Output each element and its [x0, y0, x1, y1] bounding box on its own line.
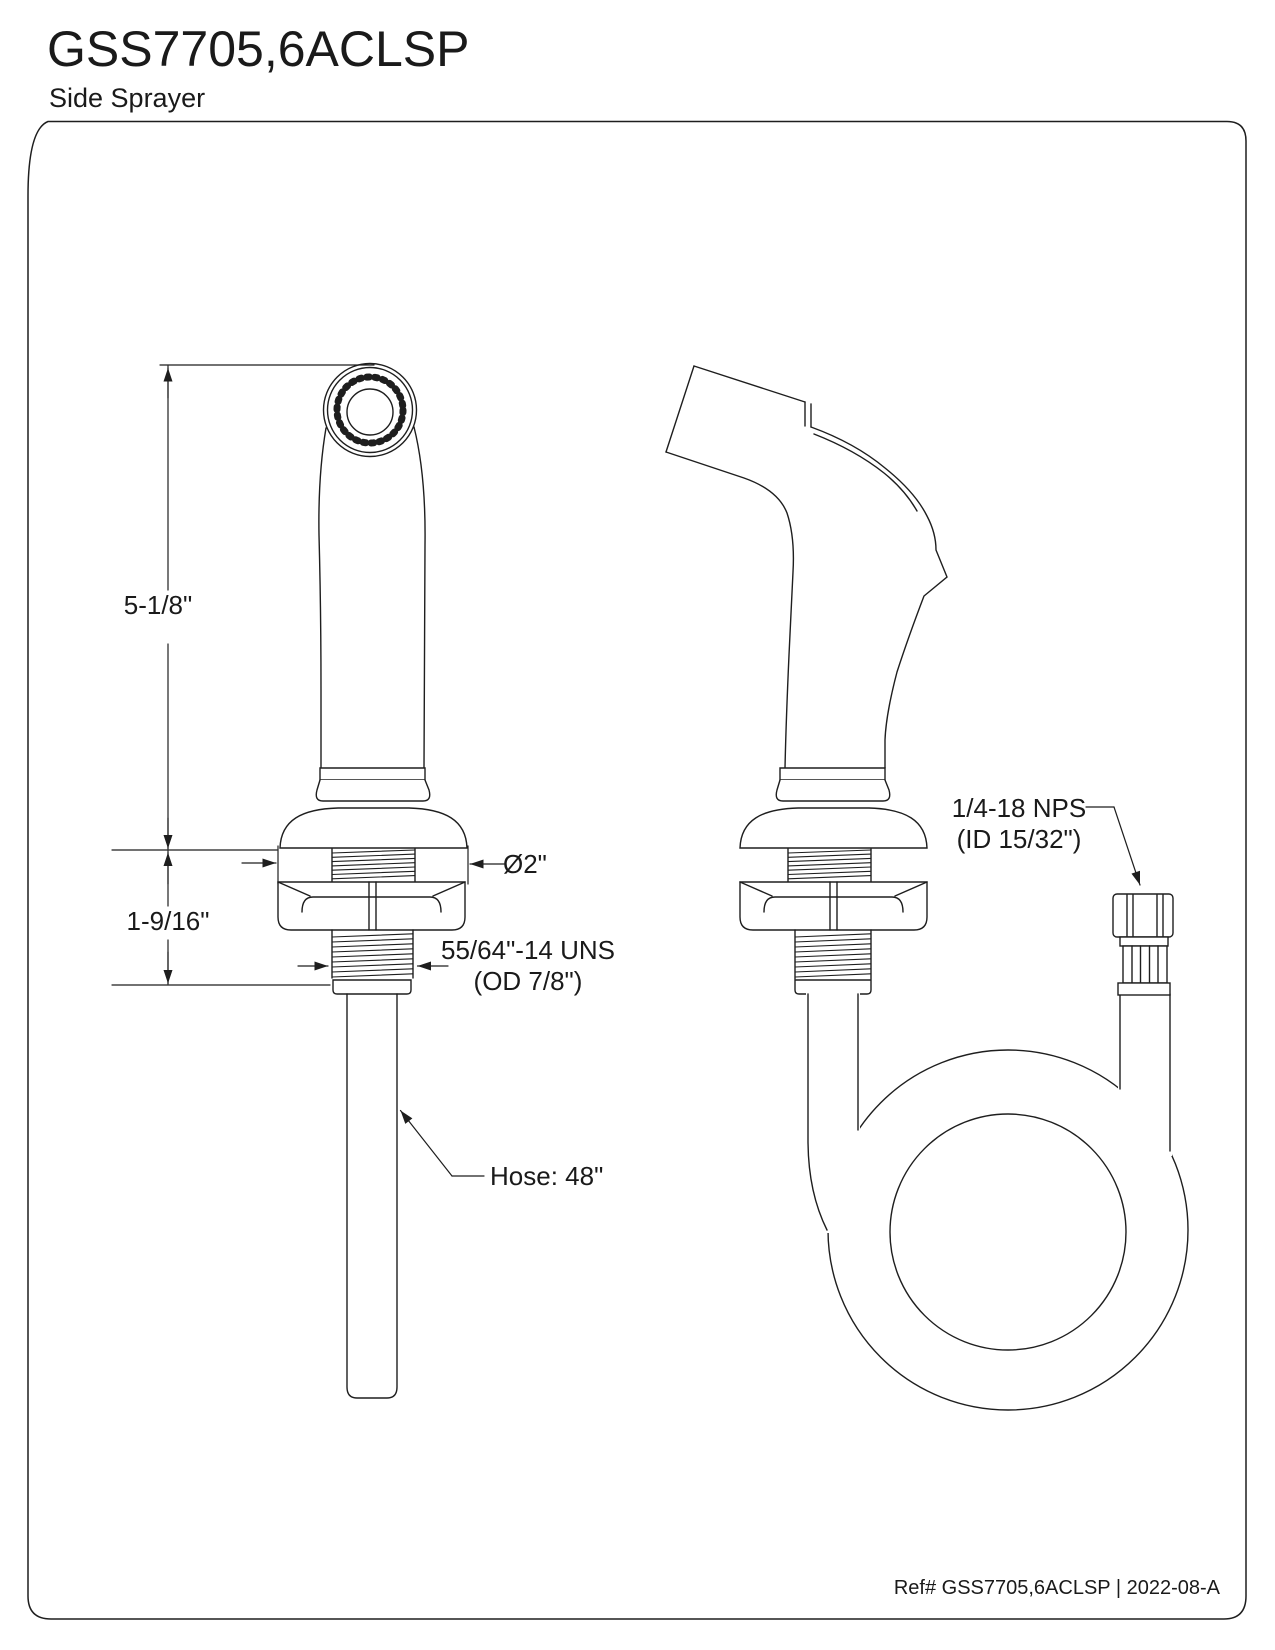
nozzle-hole-ring	[333, 373, 407, 447]
reference-text: Ref# GSS7705,6ACLSP | 2022-08-A	[893, 1577, 1220, 1599]
front-view-dimensions	[111, 364, 505, 1177]
product-type: Side Sprayer	[49, 83, 206, 113]
model-number: GSS7705,6ACLSP	[47, 21, 470, 77]
front-view-drawing	[277, 362, 468, 1399]
dim-label-hose-length: Hose: 48"	[490, 1161, 604, 1191]
side-view-dimensions	[1085, 806, 1141, 886]
hose-fitting-hex-nut	[1112, 893, 1174, 938]
dim-label-height: 5-1/8"	[123, 590, 193, 620]
drawing-border	[27, 120, 1247, 1620]
thread-spec-line2: (OD 7/8")	[473, 966, 583, 996]
dim-label-thread-spec: 55/64"-14 UNS (OD 7/8")	[441, 935, 615, 997]
side-view-drawing	[665, 365, 1189, 1411]
fitting-spec-line1: 1/4-18 NPS	[951, 793, 1087, 823]
dim-label-fitting-spec: 1/4-18 NPS (ID 15/32")	[946, 793, 1092, 855]
thread-spec-line1: 55/64"-14 UNS	[441, 935, 615, 965]
fitting-spec-line2: (ID 15/32")	[956, 824, 1082, 854]
dim-label-shank-height: 1-9/16"	[126, 906, 210, 936]
dim-label-flange-diameter: Ø2"	[503, 849, 547, 879]
